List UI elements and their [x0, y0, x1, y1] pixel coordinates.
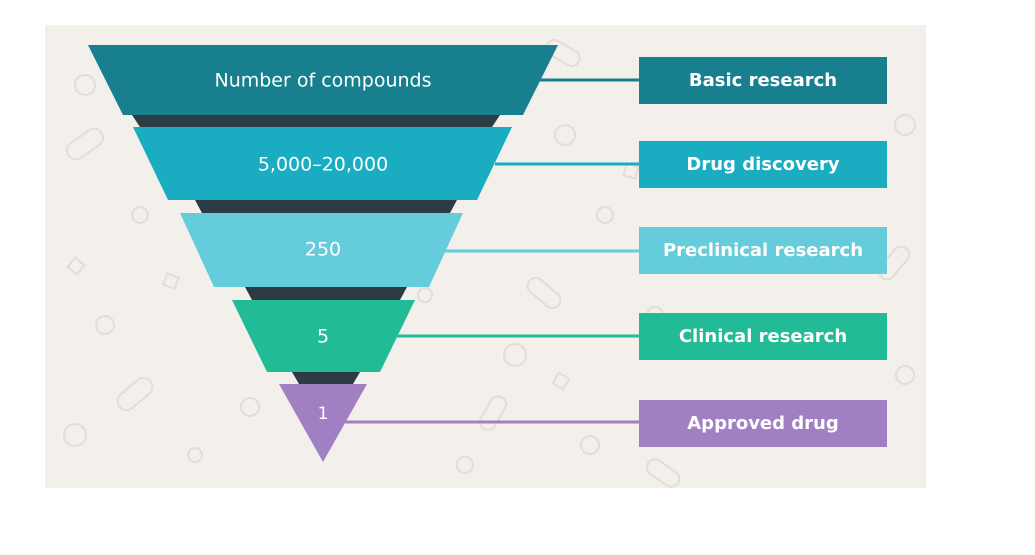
label-box-clinical-research	[639, 313, 887, 360]
funnel-band-approved-drug	[279, 384, 367, 462]
label-box-drug-discovery	[639, 141, 887, 188]
funnel-diagram: Number of compounds 5,000–20,000 250 5 1…	[63, 39, 916, 488]
funnel-band-basic-research	[88, 45, 558, 115]
stage-value-drug-discovery: 5,000–20,000	[258, 154, 388, 176]
stage-value-clinical-research: 5	[317, 326, 329, 348]
label-clinical-research: Clinical research	[679, 326, 847, 347]
label-drug-discovery: Drug discovery	[686, 154, 839, 175]
label-approved-drug: Approved drug	[687, 413, 839, 434]
stage-value-approved-drug: 1	[318, 404, 329, 424]
funnel-band-drug-discovery	[133, 127, 512, 200]
funnel-connector	[245, 287, 407, 300]
funnel-band-clinical-research	[232, 300, 415, 372]
funnel-connector	[132, 115, 500, 127]
label-basic-research: Basic research	[689, 70, 837, 91]
label-preclinical-research: Preclinical research	[663, 240, 863, 261]
label-box-approved-drug	[639, 400, 887, 447]
stage-value-basic-research: Number of compounds	[214, 70, 431, 92]
label-box-basic-research	[639, 57, 887, 104]
funnel-band-preclinical-research	[180, 213, 463, 287]
funnel-connector	[292, 372, 360, 384]
connector-lines	[345, 78, 639, 424]
funnel-connector	[195, 200, 457, 213]
funnel-connectors	[132, 115, 500, 384]
stage-value-preclinical-research: 250	[305, 239, 341, 261]
label-box-preclinical-research	[639, 227, 887, 274]
funnel-diagram-panel: Number of compounds 5,000–20,000 250 5 1…	[45, 25, 926, 488]
